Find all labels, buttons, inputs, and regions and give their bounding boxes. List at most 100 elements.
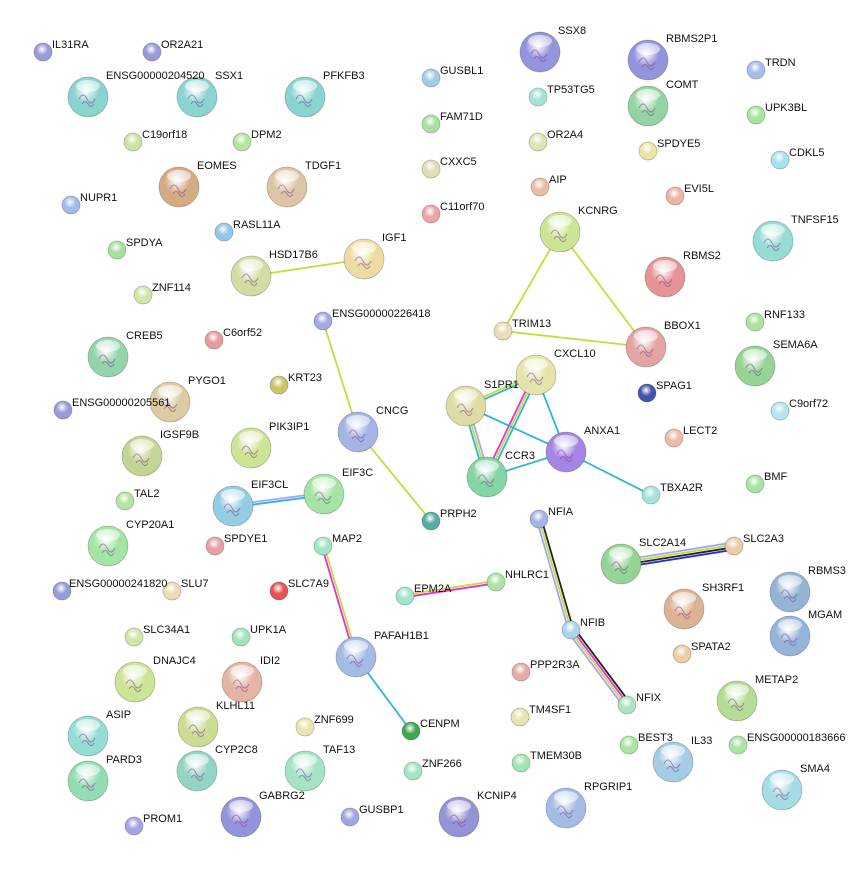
node-bubble[interactable] [340,807,360,827]
node-cdkl5[interactable] [770,150,790,170]
node-slc2a3[interactable] [724,536,744,556]
node-bubble[interactable] [724,536,744,556]
node-cncg[interactable] [337,411,379,453]
node-rnf133[interactable] [745,312,765,332]
node-bubble[interactable] [672,644,692,664]
node-bubble[interactable] [421,68,441,88]
node-bubble[interactable] [530,177,550,197]
node-ensg00000183666[interactable] [728,735,748,755]
node-ensg00000205561[interactable] [53,400,73,420]
edge-kcnrg-bbox1[interactable] [559,231,647,348]
node-bubble[interactable] [61,195,81,215]
node-bubble[interactable] [510,707,530,727]
node-s1pr1[interactable] [445,385,487,427]
node-pfkfb3[interactable] [284,76,326,118]
node-spdya[interactable] [107,240,127,260]
node-trim13[interactable] [493,321,513,341]
node-best3[interactable] [619,735,639,755]
node-c19orf18[interactable] [123,132,143,152]
node-c6orf52[interactable] [204,330,224,350]
node-bubble[interactable] [641,485,661,505]
node-bubble[interactable] [232,132,252,152]
node-bubble[interactable] [33,42,53,62]
node-bubble[interactable] [124,816,144,836]
node-eif3c[interactable] [303,473,345,515]
node-asip[interactable] [67,715,109,757]
node-cxxc5[interactable] [421,159,441,179]
node-krt23[interactable] [269,375,289,395]
node-gusbl1[interactable] [421,68,441,88]
node-nfia[interactable] [529,509,549,529]
node-or2a4[interactable] [528,132,548,152]
node-bubble[interactable] [511,662,531,682]
node-bubble[interactable] [401,721,421,741]
edge-trim13-bbox1[interactable] [502,330,647,348]
node-ccr3[interactable] [466,456,508,498]
node-rbms3[interactable] [769,571,811,613]
node-cxcl10[interactable] [515,354,557,396]
node-nfix[interactable] [617,695,637,715]
node-bubble[interactable] [421,159,441,179]
node-cyp20a1[interactable] [87,525,129,567]
node-pygo1[interactable] [149,381,191,423]
node-bubble[interactable] [295,717,315,737]
node-bubble[interactable] [52,581,72,601]
node-dnajc4[interactable] [114,661,156,703]
node-bubble[interactable] [664,428,684,448]
edge-nfia-nfib[interactable] [535,518,575,631]
node-spata2[interactable] [672,644,692,664]
node-tnfsf15[interactable] [752,220,794,262]
node-bubble[interactable] [421,114,441,134]
node-bubble[interactable] [511,753,531,773]
node-znf699[interactable] [295,717,315,737]
node-bubble[interactable] [124,627,144,647]
node-upk3bl[interactable] [746,105,766,125]
node-fam71d[interactable] [421,114,441,134]
node-bubble[interactable] [638,141,658,161]
node-taf13[interactable] [284,750,326,792]
node-anxa1[interactable] [545,431,587,473]
node-slc34a1[interactable] [124,627,144,647]
node-znf114[interactable] [133,285,153,305]
node-rpgrip1[interactable] [545,787,587,829]
node-rbms2[interactable] [644,256,686,298]
node-bubble[interactable] [53,400,73,420]
node-ssx8[interactable] [519,31,561,73]
node-pafah1b1[interactable] [335,636,377,678]
node-cyp2c8[interactable] [176,750,218,792]
node-c9orf72[interactable] [770,401,790,421]
node-ppp2r3a[interactable] [511,662,531,682]
node-dpm2[interactable] [232,132,252,152]
node-prph2[interactable] [421,511,441,531]
node-bubble[interactable] [231,627,251,647]
node-bubble[interactable] [205,536,225,556]
node-nhlrc1[interactable] [486,572,506,592]
node-ensg00000241820[interactable] [52,581,72,601]
node-rasl11a[interactable] [214,222,234,242]
node-rbms2p1[interactable] [627,39,669,81]
node-c11orf70[interactable] [421,204,441,224]
node-tal2[interactable] [115,491,135,511]
node-bubble[interactable] [214,222,234,242]
node-idi2[interactable] [221,661,263,703]
node-bubble[interactable] [528,132,548,152]
node-bubble[interactable] [493,321,513,341]
node-aip[interactable] [530,177,550,197]
node-pard3[interactable] [67,760,109,802]
node-igf1[interactable] [343,238,385,280]
node-bubble[interactable] [528,87,548,107]
node-bubble[interactable] [162,581,182,601]
node-spag1[interactable] [637,383,657,403]
node-nupr1[interactable] [61,195,81,215]
node-kcnip4[interactable] [438,796,480,838]
node-spdye5[interactable] [638,141,658,161]
node-ensg00000226418[interactable] [313,311,333,331]
node-bubble[interactable] [395,586,415,606]
node-bubble[interactable] [617,695,637,715]
node-metap2[interactable] [716,680,758,722]
node-comt[interactable] [627,85,669,127]
node-bubble[interactable] [269,375,289,395]
node-bubble[interactable] [123,132,143,152]
node-bubble[interactable] [486,572,506,592]
node-epm2a[interactable] [395,586,415,606]
